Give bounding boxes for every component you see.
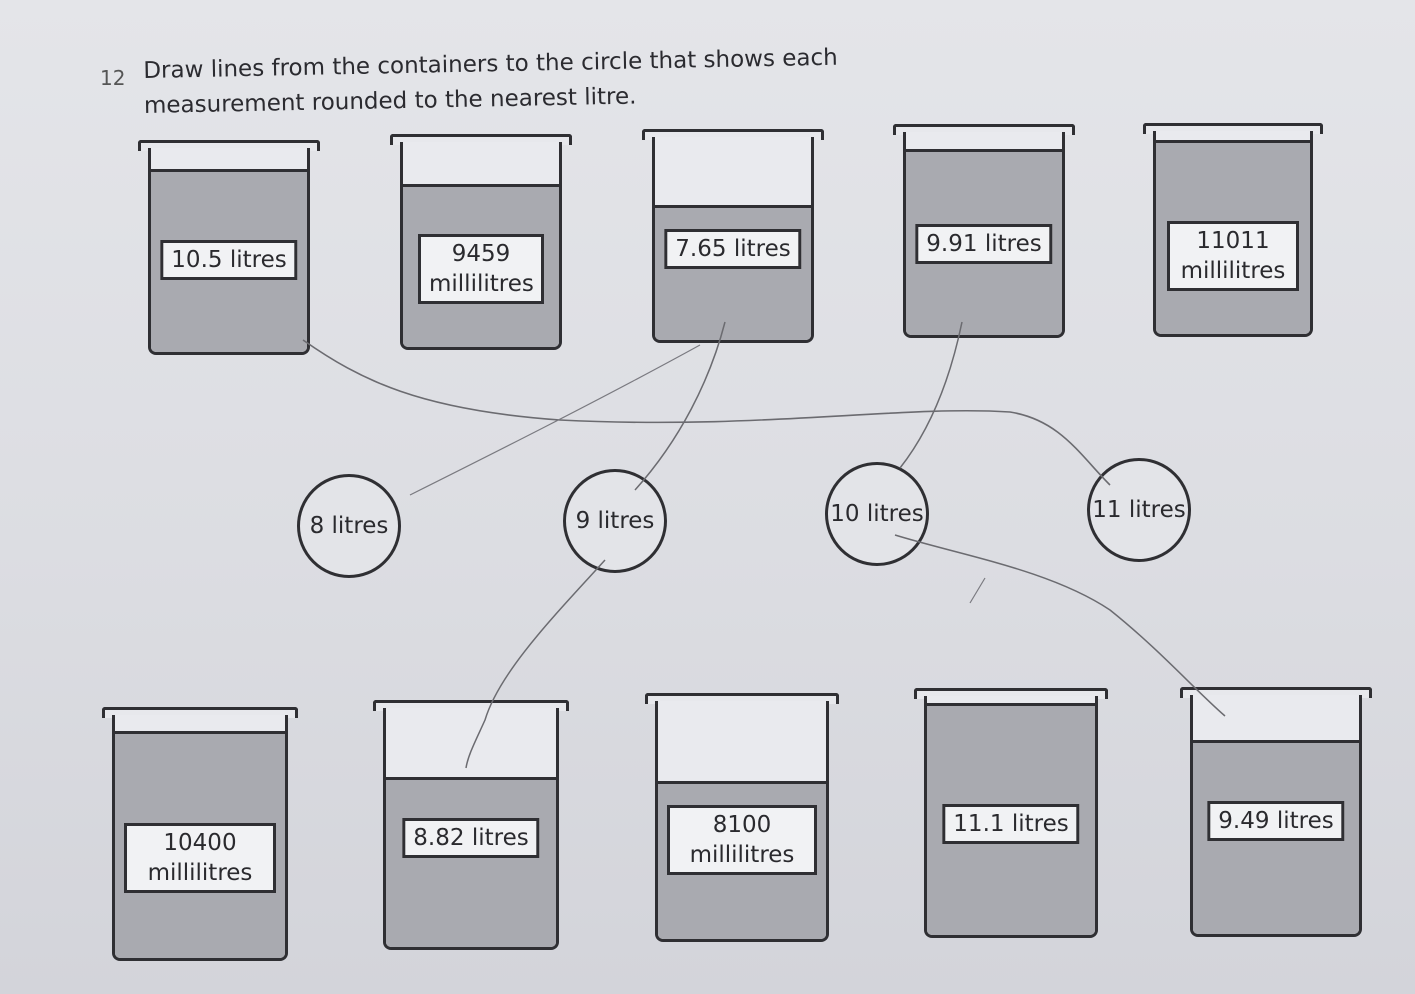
pencil-line-10.5-to-11: [302, 339, 1111, 486]
container-label: 11.1 litres: [942, 804, 1080, 844]
circle-9-litres[interactable]: 9 litres: [563, 469, 667, 573]
circle-label: 11 litres: [1092, 497, 1186, 523]
circle-8-litres[interactable]: 8 litres: [297, 474, 401, 578]
container-label: 10400 millilitres: [124, 823, 276, 893]
pencil-line-7.65-to-8: [409, 344, 701, 496]
liquid-fill: [655, 205, 811, 340]
container-bottom-1[interactable]: 10400 millilitres: [102, 707, 298, 961]
container-label: 8100 millilitres: [667, 805, 817, 875]
container-label: 11011 millilitres: [1167, 221, 1299, 291]
liquid-fill: [386, 776, 556, 947]
container-bottom-3[interactable]: 8100 millilitres: [645, 693, 839, 942]
container-label: 9.49 litres: [1207, 801, 1345, 841]
container-label: 8.82 litres: [402, 818, 540, 858]
circle-label: 8 litres: [309, 513, 389, 539]
pencil-line-7.65-to-9: [634, 321, 726, 491]
circle-11-litres[interactable]: 11 litres: [1087, 458, 1191, 562]
container-top-3[interactable]: 7.65 litres: [642, 129, 824, 343]
container-label: 10.5 litres: [160, 240, 298, 280]
pencil-tick: [969, 577, 986, 604]
circle-label: 9 litres: [575, 508, 655, 534]
container-label: 9.91 litres: [915, 224, 1053, 264]
circle-label: 10 litres: [830, 501, 924, 527]
container-label: 7.65 litres: [664, 229, 802, 269]
container-top-2[interactable]: 9459 millilitres: [390, 134, 572, 350]
container-top-1[interactable]: 10.5 litres: [138, 140, 320, 355]
container-bottom-5[interactable]: 9.49 litres: [1180, 687, 1372, 937]
pencil-line-9.91-to-10: [899, 321, 963, 469]
question-instruction: Draw lines from the containers to the ci…: [143, 44, 838, 119]
container-bottom-2[interactable]: 8.82 litres: [373, 700, 569, 950]
container-top-5[interactable]: 11011 millilitres: [1143, 123, 1323, 337]
question-number: 12: [100, 66, 126, 90]
container-label: 9459 millilitres: [418, 234, 544, 304]
container-bottom-4[interactable]: 11.1 litres: [914, 688, 1108, 938]
circle-10-litres[interactable]: 10 litres: [825, 462, 929, 566]
container-top-4[interactable]: 9.91 litres: [893, 124, 1075, 338]
